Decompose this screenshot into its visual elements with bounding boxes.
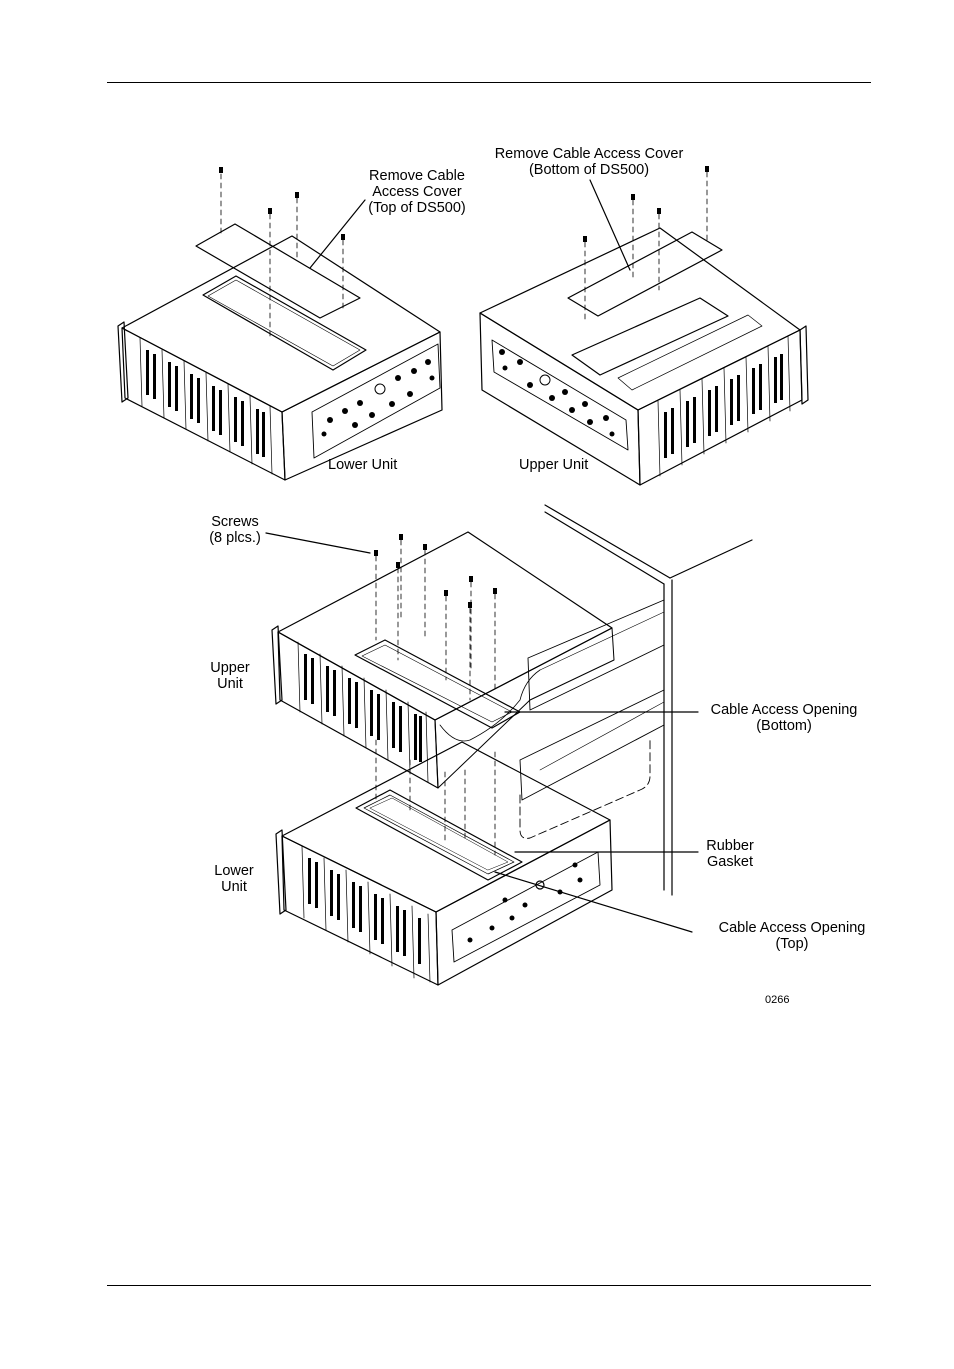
label-screws: Screws (8 plcs.) <box>198 514 272 546</box>
label-opening-top: Cable Access Opening (Top) <box>708 920 876 952</box>
screw-paths-upper <box>585 172 707 320</box>
figure-number: 0266 <box>765 992 789 1008</box>
label-opening-bottom: Cable Access Opening (Bottom) <box>700 702 868 734</box>
front-modules-upper <box>658 336 790 476</box>
label-lower-unit-top: Lower Unit <box>328 457 397 473</box>
front-jacks-upper <box>664 354 783 458</box>
stacked-assembly <box>266 505 752 985</box>
front-modules <box>140 338 272 474</box>
label-rubber-gasket: Rubber Gasket <box>700 838 760 870</box>
label-upper-unit: Upper Unit <box>200 660 260 692</box>
label-remove-top-cover: Remove Cable Access Cover (Top of DS500) <box>354 168 480 216</box>
leader-remove-bottom <box>590 180 630 270</box>
label-remove-bottom-cover: Remove Cable Access Cover (Bottom of DS5… <box>478 146 700 178</box>
label-upper-unit-top: Upper Unit <box>519 457 588 473</box>
side-connectors-upper <box>499 349 615 437</box>
screw-heads-assembly <box>374 534 497 608</box>
leader-opening-top <box>495 872 692 932</box>
screw-heads <box>219 167 345 240</box>
label-lower-unit: Lower Unit <box>204 863 264 895</box>
upper-unit-top-view <box>480 166 808 485</box>
leader-screws <box>266 533 370 553</box>
